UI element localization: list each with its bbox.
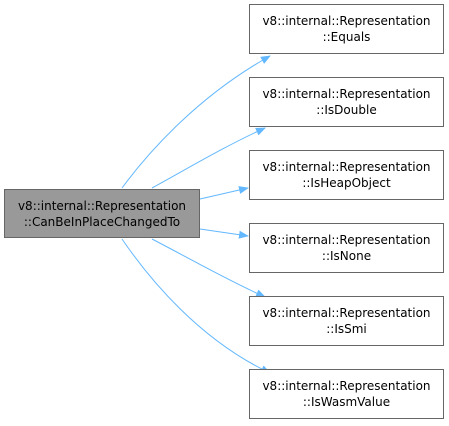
target-node-equals[interactable]: v8::internal::Representation ::Equals xyxy=(249,4,444,54)
target-node-line2: ::IsNone xyxy=(321,249,372,263)
source-node-line1: v8::internal::Representation xyxy=(17,198,187,213)
target-node-line1: v8::internal::Representation xyxy=(262,87,431,101)
target-node-line2: ::IsWasmValue xyxy=(302,395,391,409)
target-node-line2: ::IsDouble xyxy=(316,103,377,117)
target-node-line1: v8::internal::Representation xyxy=(262,379,431,393)
edge-issmi xyxy=(151,238,266,298)
target-node-line2: ::IsHeapObject xyxy=(302,176,391,190)
edge-isnone xyxy=(199,228,249,239)
target-node-line1: v8::internal::Representation xyxy=(262,14,431,28)
target-node-isnone[interactable]: v8::internal::Representation ::IsNone xyxy=(249,223,444,273)
edge-equals xyxy=(121,55,271,189)
target-node-line1: v8::internal::Representation xyxy=(262,160,431,174)
edge-isheapobject xyxy=(199,186,249,200)
target-node-isdouble[interactable]: v8::internal::Representation ::IsDouble xyxy=(249,77,444,127)
target-node-line1: v8::internal::Representation xyxy=(262,306,431,320)
target-node-isheapobject[interactable]: v8::internal::Representation ::IsHeapObj… xyxy=(249,150,444,200)
target-node-line2: ::IsSmi xyxy=(326,322,367,336)
edge-iswasmvalue xyxy=(121,238,271,374)
target-node-line1: v8::internal::Representation xyxy=(262,233,431,247)
edge-isdouble xyxy=(151,127,266,189)
source-node-line2: ::CanBeInPlaceChangedTo xyxy=(23,214,181,229)
target-node-line2: ::Equals xyxy=(322,30,371,44)
target-node-issmi[interactable]: v8::internal::Representation ::IsSmi xyxy=(249,296,444,346)
source-node[interactable]: v8::internal::Representation ::CanBeInPl… xyxy=(4,189,200,238)
target-node-iswasmvalue[interactable]: v8::internal::Representation ::IsWasmVal… xyxy=(249,369,444,419)
